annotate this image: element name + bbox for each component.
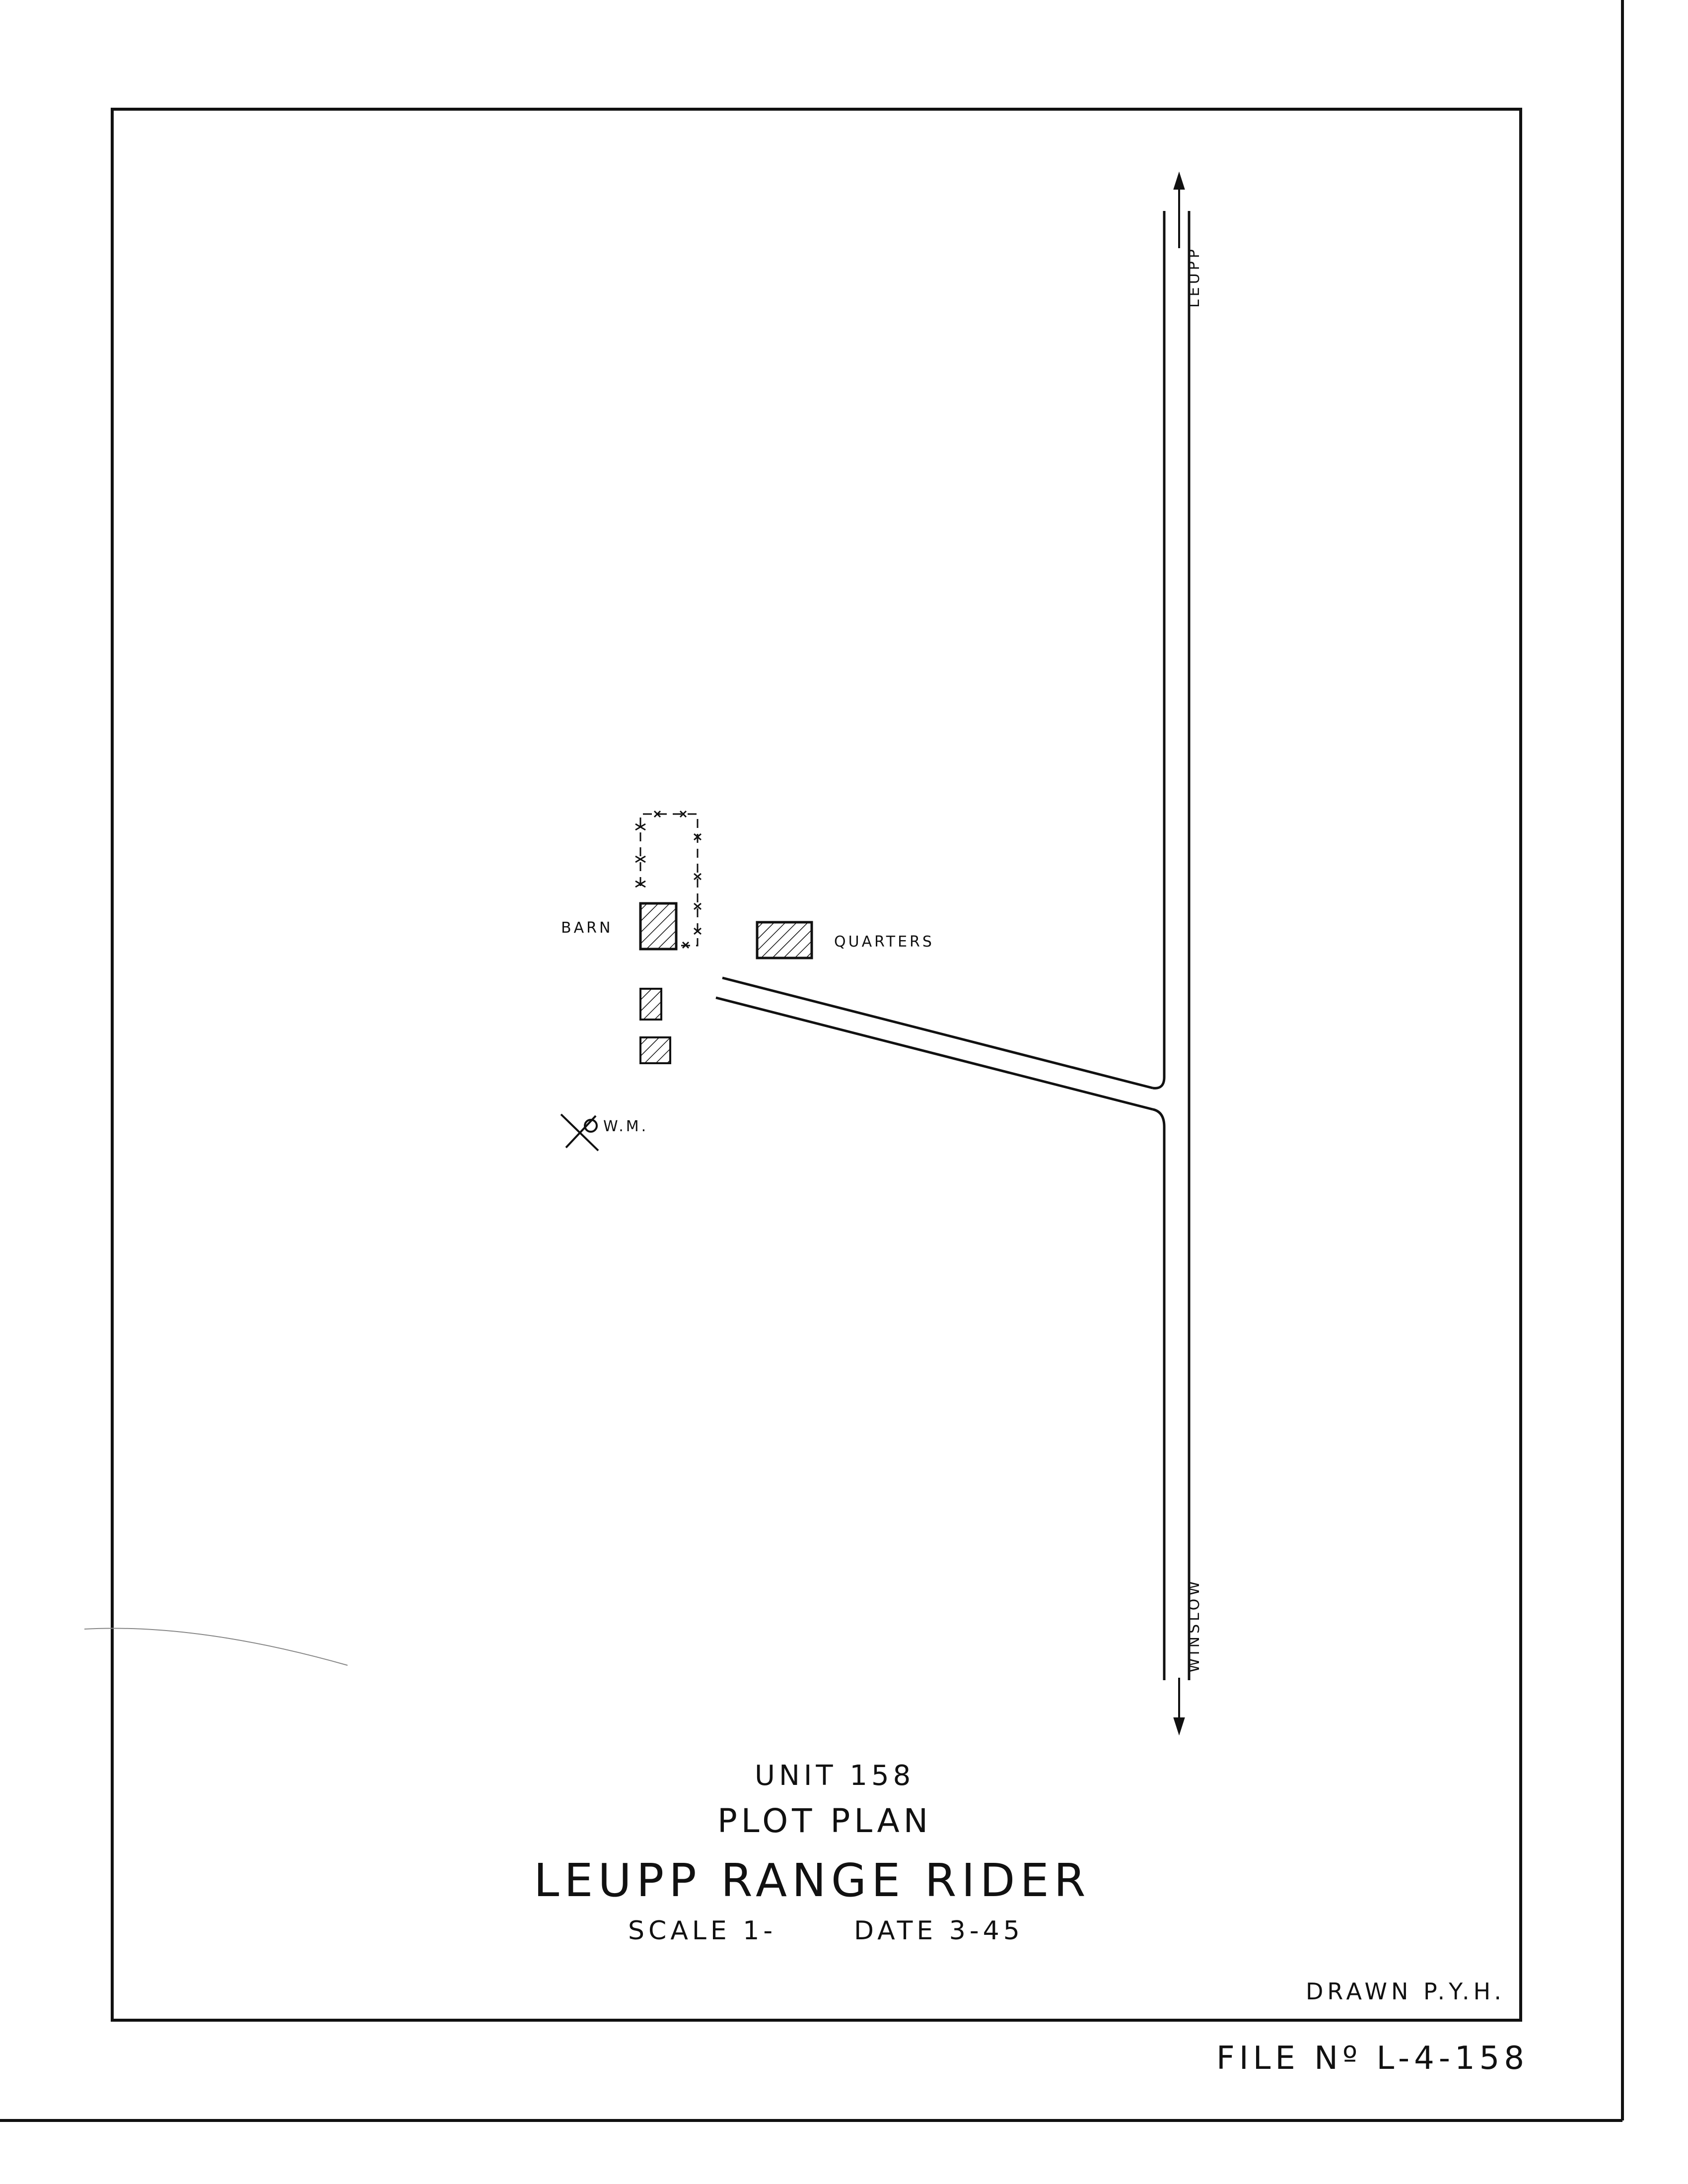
quarters-label: QUARTERS bbox=[834, 933, 934, 951]
north-arrow bbox=[1173, 171, 1185, 248]
quarters-building bbox=[756, 921, 813, 959]
file-number: FILE Nº L-4-158 bbox=[1216, 2040, 1529, 2077]
road-south-label: WINSLOW bbox=[1186, 1578, 1203, 1673]
barn-label: BARN bbox=[561, 919, 613, 937]
stray-mark bbox=[84, 1628, 348, 1666]
road-north-label: LEUPP bbox=[1186, 246, 1203, 308]
main-road bbox=[1152, 211, 1191, 1680]
windmill-label: W.M. bbox=[603, 1118, 649, 1135]
windmill-symbol bbox=[560, 1113, 599, 1152]
date-text: DATE 3-45 bbox=[854, 1916, 1024, 1946]
unit-number: UNIT 158 bbox=[755, 1760, 915, 1792]
access-road bbox=[715, 976, 1153, 1111]
outbuilding-2 bbox=[639, 1036, 671, 1064]
outbuilding-1 bbox=[639, 988, 662, 1021]
drawing-border bbox=[111, 108, 1522, 2022]
plan-type: PLOT PLAN bbox=[717, 1802, 932, 1840]
south-arrow bbox=[1173, 1678, 1185, 1736]
plan-title: LEUPP RANGE RIDER bbox=[534, 1854, 1091, 1907]
corral-fence bbox=[639, 813, 699, 947]
drawn-by: DRAWN P.Y.H. bbox=[1306, 1978, 1505, 2005]
fence-markers bbox=[635, 810, 702, 949]
scale-text: SCALE 1- bbox=[628, 1916, 777, 1946]
barn-building bbox=[639, 902, 678, 951]
